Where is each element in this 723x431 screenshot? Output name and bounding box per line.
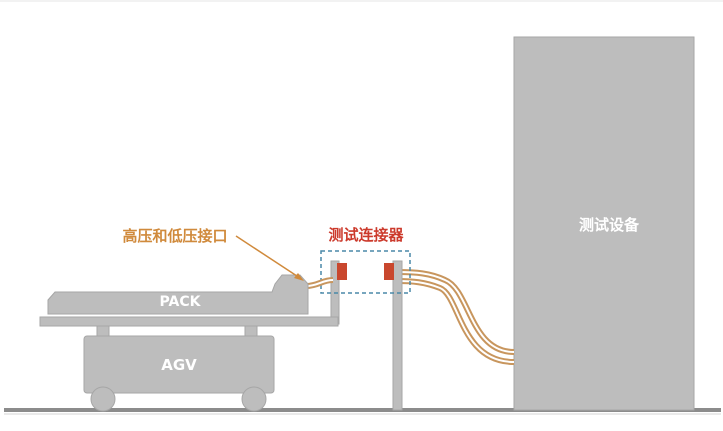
test-connector-label: 测试连接器 [328,226,404,244]
agv-wheel-left [90,386,116,412]
test-equipment-label: 测试设备 [579,216,640,234]
floor-line [4,408,721,412]
pack-label: PACK [160,294,202,310]
test-equipment-cabinet [513,36,695,411]
cable-inner-1 [397,271,515,353]
agv-side-connector [337,263,347,280]
agv-leg-right [244,325,258,337]
stand-side-connector [384,263,394,280]
agv-leg-left [96,325,110,337]
hv-lv-interface-label: 高压和低压接口 [122,227,227,245]
cable-inner-2 [397,280,515,363]
agv-label: AGV [161,356,197,374]
pack-battery [47,274,309,315]
interface-leader-arrowhead [294,273,304,281]
interface-leader-line [235,235,301,279]
agv-platform-plate [39,316,339,327]
agv-wheel-right [241,386,267,412]
connector-stand-pole [392,260,403,411]
pack-cable-inner [305,279,334,287]
agv-body [83,335,275,394]
test-connector-highlight-box [320,250,411,294]
